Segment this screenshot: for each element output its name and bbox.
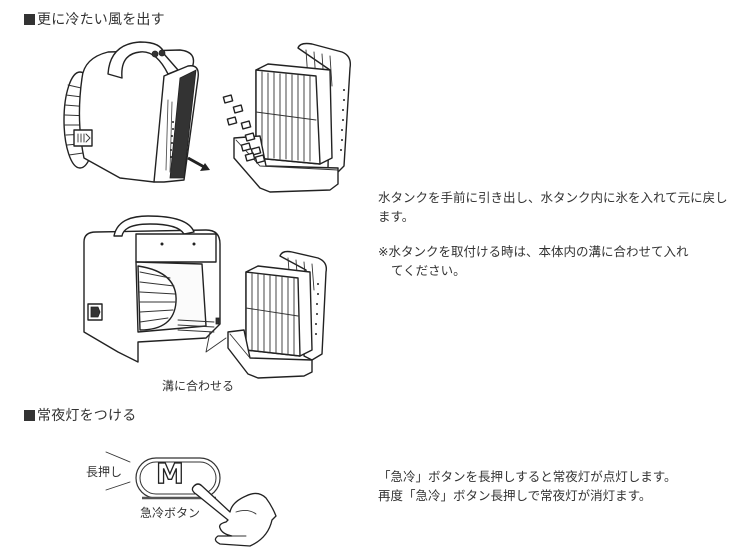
groove-pointer-lines — [205, 331, 227, 353]
section-heading-night-light: 常夜灯をつける — [24, 405, 136, 425]
pull-direction-arrow-icon — [187, 156, 210, 171]
water-tank-ice-illustration — [222, 42, 352, 193]
m-button-glyph[interactable]: M — [155, 457, 184, 490]
instruction-ice-tank: 水タンクを手前に引き出し、水タンク内に氷を入れて元に戻します。 — [378, 190, 728, 224]
note-groove-alignment: ※水タンクを取付ける時は、本体内の溝に合わせて入れ てください。 — [378, 242, 748, 280]
ice-cubes — [222, 94, 266, 164]
heading-square-icon — [24, 14, 35, 25]
instruction-line: 「急冷」ボタンを長押しすると常夜灯が点灯します。 — [378, 469, 677, 484]
tank-back-frame — [279, 250, 328, 361]
tank-indicator-dots — [315, 283, 319, 335]
logo-badge — [73, 129, 93, 147]
instruction-night-light: 「急冷」ボタンを長押しすると常夜灯が点灯します。 再度「急冷」ボタン長押しで常夜… — [378, 467, 748, 505]
front-vent-grill — [169, 69, 197, 179]
groove-marker — [215, 317, 220, 325]
quick-cool-button-caption: 急冷ボタン — [140, 506, 201, 520]
heading-text: 更に冷たい風を出す — [37, 12, 165, 28]
note-line: ※水タンクを取付ける時は、本体内の溝に合わせて入れ — [378, 244, 689, 259]
pointing-hand-icon — [191, 483, 277, 547]
cooler-pull-tank-illustration — [63, 41, 210, 183]
long-press-label: 長押し — [86, 465, 123, 479]
press-emphasis-lines — [105, 451, 131, 491]
tank-insert-groove-illustration — [83, 215, 328, 379]
control-button-icon — [151, 50, 159, 58]
heading-text: 常夜灯をつける — [37, 408, 137, 424]
note-line: てください。 — [391, 263, 466, 278]
tank-back-frame — [297, 42, 352, 173]
instruction-line: 再度「急冷」ボタン長押しで常夜灯が消灯ます。 — [378, 488, 652, 503]
water-tray — [227, 329, 313, 379]
fan-blades — [137, 265, 177, 331]
indicator-dots — [170, 121, 174, 158]
tank-indicator-dots — [340, 89, 345, 151]
quick-cool-button-illustration — [105, 451, 277, 547]
groove-label: 溝に合わせる — [162, 379, 235, 393]
section-heading-cooler-air: 更に冷たい風を出す — [24, 9, 165, 29]
heading-square-icon — [24, 410, 35, 421]
control-button-icon — [158, 49, 166, 57]
